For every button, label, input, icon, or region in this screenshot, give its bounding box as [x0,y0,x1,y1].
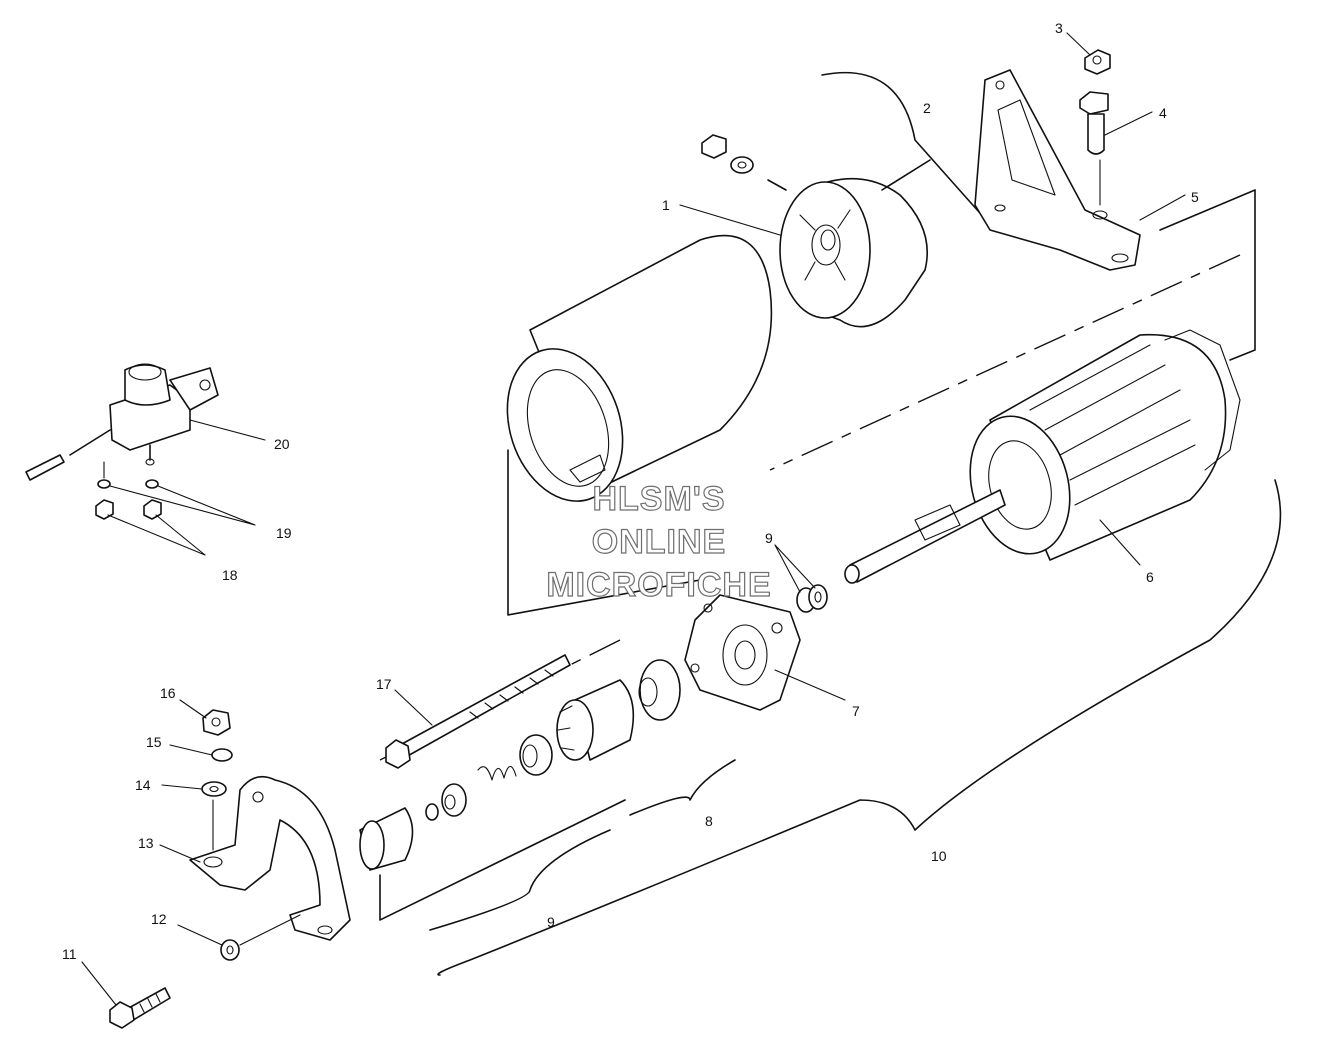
drive-sleeve [359,807,414,871]
watermark-line-3: MICROFICHE [546,566,771,604]
callout-11: 11 [62,946,77,962]
nose-flat-washer [201,781,227,797]
callout-10: 10 [931,848,947,864]
mount-bolt [109,987,171,1029]
nut-top [1084,49,1111,75]
watermark-line-1: HLSM'S [592,480,725,518]
callout-4: 4 [1159,105,1167,121]
nose-bracket [189,775,351,941]
callout-12: 12 [151,911,167,927]
starter-solenoid [25,363,266,481]
callout-2: 2 [923,100,931,116]
solenoid-nuts [95,499,162,520]
callout-8: 8 [705,813,713,829]
callout-15: 15 [146,734,162,750]
drive-gear-assembly [425,659,681,821]
thrust-washers-upper [796,584,828,613]
nose-nut [202,709,231,736]
callout-19: 19 [276,525,292,541]
callout-16: 16 [160,685,176,701]
drive-end-plate [684,594,801,711]
callout-9-lower: 9 [547,914,555,930]
callout-13: 13 [138,835,154,851]
frame-lines [379,449,701,921]
nose-lock-washer [211,748,233,762]
mounting-bracket [974,69,1141,271]
callout-5: 5 [1191,189,1199,205]
watermark: HLSM'S ONLINE MICROFICHE [546,479,772,604]
callout-numbers: 1 2 3 4 5 6 7 8 9 9 10 11 12 13 14 15 16… [62,20,1199,962]
armature [844,329,1241,584]
bolt-washer [220,914,301,961]
leader-lines [81,32,1186,1006]
flange-bolt [1079,91,1109,206]
group-bracket-5 [1159,189,1256,361]
end-cap-housing [701,134,931,328]
callout-9-upper: 9 [765,530,773,546]
group-bracket-2 [821,71,996,231]
callout-17: 17 [376,676,392,692]
callout-3: 3 [1055,20,1063,36]
through-bolt [385,654,571,769]
group-bracket-9-lower [429,829,611,931]
group-bracket-8 [629,759,736,816]
callout-14: 14 [135,777,151,793]
watermark-line-2: ONLINE [592,523,726,561]
callout-20: 20 [274,436,290,452]
group-bracket-10 [437,479,1282,976]
field-housing [506,234,773,502]
callout-1: 1 [662,197,670,213]
callout-18: 18 [222,567,238,583]
solenoid-washers [97,461,159,489]
callout-6: 6 [1146,569,1154,585]
callout-7: 7 [852,703,860,719]
